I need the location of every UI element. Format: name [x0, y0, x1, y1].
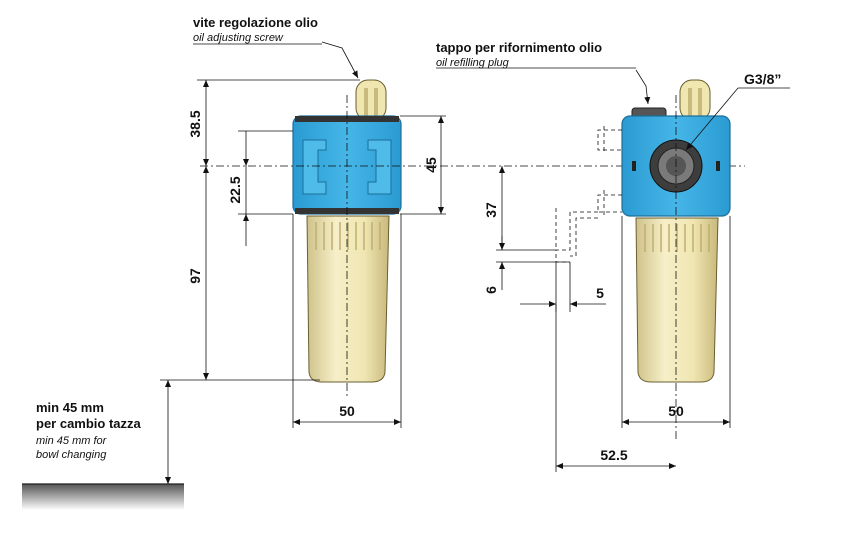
right-lubricator — [621, 79, 731, 440]
dim-37: 37 — [483, 202, 499, 218]
label-min-en-2: bowl changing — [36, 449, 107, 461]
mounting-bracket-outline — [555, 126, 622, 263]
label-plug-it: tappo per rifornimento olio — [436, 40, 602, 55]
dim-38-5: 38.5 — [187, 110, 203, 137]
label-thread: G3/8” — [744, 71, 781, 87]
label-screw-en: oil adjusting screw — [193, 32, 284, 44]
label-min-it-1: min 45 mm — [36, 400, 104, 415]
oil-adjusting-screw — [355, 79, 387, 121]
bowl — [306, 215, 390, 383]
dim-5: 5 — [596, 285, 604, 301]
label-plug-en: oil refilling plug — [436, 57, 510, 69]
dim-22-5: 22.5 — [227, 176, 243, 203]
dim-52-5: 52.5 — [600, 447, 627, 463]
dim-width-left: 50 — [339, 403, 355, 419]
label-min-it-2: per cambio tazza — [36, 416, 142, 431]
dim-width-right: 50 — [668, 403, 684, 419]
dim-45: 45 — [423, 157, 439, 173]
dim-6: 6 — [483, 286, 499, 294]
label-min-en-1: min 45 mm for — [36, 435, 108, 447]
left-dimensions — [160, 79, 446, 484]
left-lubricator — [292, 79, 402, 398]
label-screw-it: vite regolazione olio — [193, 15, 318, 30]
floor — [22, 484, 184, 510]
dim-97: 97 — [187, 268, 203, 284]
right-dimensions — [496, 166, 731, 472]
